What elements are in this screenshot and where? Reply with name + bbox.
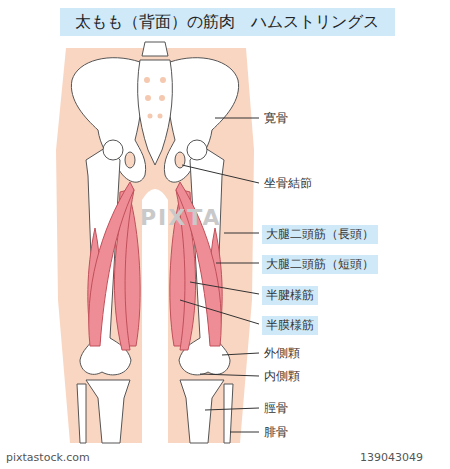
bone-label: 坐骨結節 [264, 176, 312, 190]
bone-label: 内側顆 [264, 369, 300, 383]
title: 太もも（背面）の筋肉 ハムストリングス [75, 12, 379, 31]
muscle-label-box: 大腿二頭筋（長頭） [262, 225, 378, 244]
muscle-name: 半腱様筋 [266, 288, 314, 302]
watermark: 139043049 [360, 451, 423, 464]
bone-label: 寛骨 [264, 111, 288, 125]
muscle-label-box: 大腿二頭筋（短頭） [262, 255, 378, 274]
watermark: pixtastock.com [6, 451, 90, 464]
muscle-name: 大腿二頭筋（短頭） [266, 257, 374, 271]
bone-label: 脛骨 [264, 401, 288, 415]
bone-label: 外側顆 [264, 346, 300, 360]
bone-label: 腓骨 [264, 425, 288, 439]
muscle-label-box: 半腱様筋 [262, 286, 318, 305]
watermark: PIXTA [140, 205, 222, 231]
muscle-name: 大腿二頭筋（長頭） [266, 227, 374, 241]
muscle-label-box: 半膜様筋 [262, 316, 318, 335]
muscle-name: 半膜様筋 [266, 318, 314, 332]
